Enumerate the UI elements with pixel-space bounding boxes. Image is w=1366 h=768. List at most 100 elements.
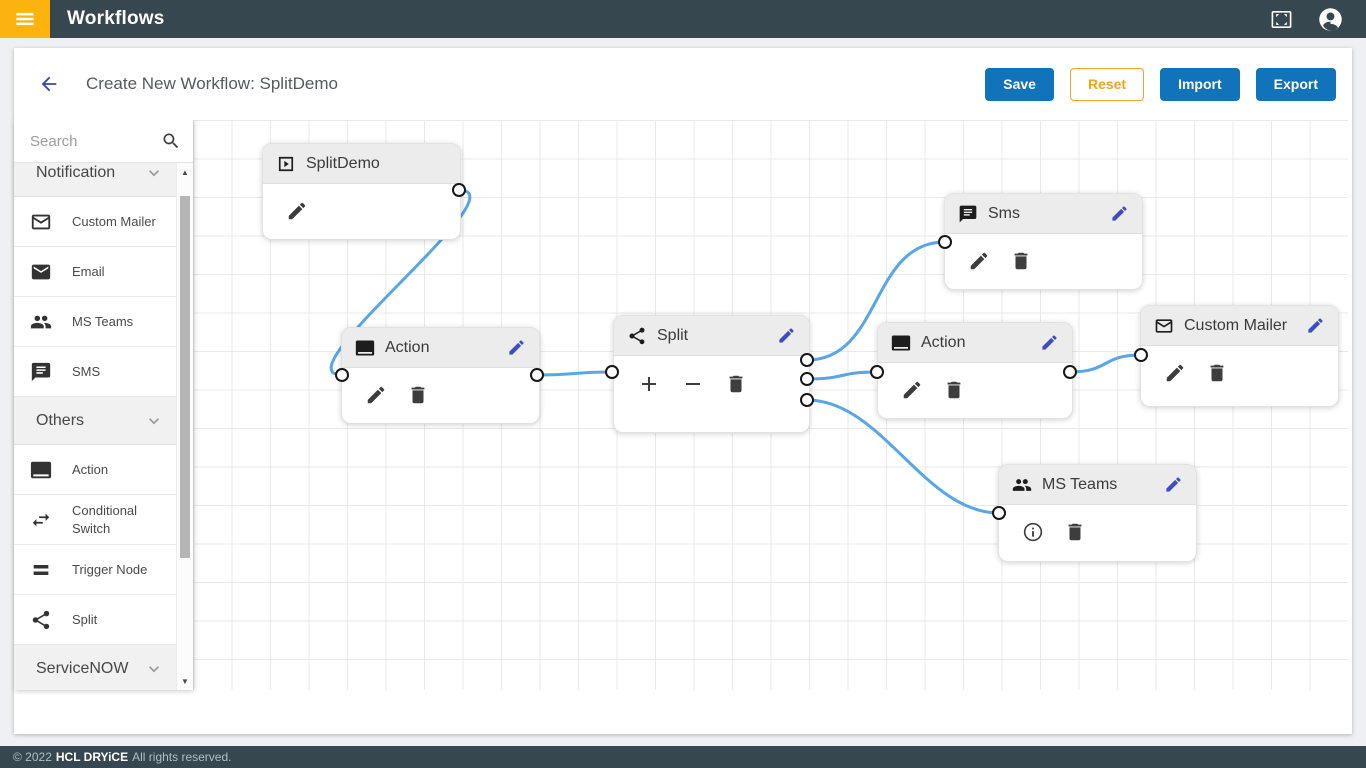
workflow-node-action-2[interactable]: Action	[877, 322, 1073, 419]
search-input[interactable]	[14, 120, 193, 162]
delete-action[interactable]	[725, 373, 747, 395]
scroll-down-button[interactable]: ▼	[181, 676, 189, 686]
node-title: Split	[657, 326, 689, 344]
workflow-edge	[1068, 353, 1143, 374]
workflow-node-sms-1[interactable]: Sms	[944, 193, 1143, 290]
delete-action[interactable]	[1010, 250, 1032, 272]
account-icon[interactable]	[1317, 6, 1344, 33]
output-port[interactable]	[800, 353, 814, 367]
scrollbar-thumb[interactable]	[180, 196, 190, 558]
action-icon	[30, 459, 52, 481]
palette-item-action[interactable]: Action	[14, 445, 176, 495]
remove-branch-action[interactable]	[681, 372, 705, 396]
input-port[interactable]	[335, 368, 349, 382]
copyright-prefix: © 2022	[13, 750, 52, 764]
palette-item-sms[interactable]: SMS	[14, 347, 176, 397]
palette-item-custom-mailer[interactable]: Custom Mailer	[14, 197, 176, 247]
chevron-down-icon	[144, 411, 164, 431]
input-port[interactable]	[992, 506, 1006, 520]
back-button[interactable]	[38, 73, 60, 95]
workflow-node-ms-teams-1[interactable]: MS Teams	[998, 464, 1197, 562]
node-header: Action	[878, 323, 1072, 363]
palette-item-label: SMS	[72, 363, 101, 379]
mail-icon	[30, 261, 52, 283]
add-branch-action[interactable]	[637, 372, 661, 396]
group-label: Notification	[36, 163, 116, 181]
export-button[interactable]: Export	[1255, 67, 1336, 101]
header-actions: Save Reset Import Export	[985, 67, 1336, 101]
workflow-edge	[535, 370, 614, 377]
workflow-node-start-splitdemo[interactable]: SplitDemo	[262, 143, 461, 240]
edit-node-button[interactable]	[1306, 316, 1325, 335]
workflow-node-custom-mailer-1[interactable]: Custom Mailer	[1140, 305, 1339, 407]
trigger-icon	[30, 559, 52, 581]
edit-action[interactable]	[901, 379, 923, 401]
node-body	[1141, 346, 1338, 384]
chevron-down-icon	[144, 659, 164, 679]
palette-item-email[interactable]: Email	[14, 247, 176, 297]
people-icon	[1012, 475, 1032, 495]
output-port[interactable]	[800, 372, 814, 386]
input-port[interactable]	[605, 365, 619, 379]
delete-action[interactable]	[943, 379, 965, 401]
edit-node-button[interactable]	[507, 338, 526, 357]
fullscreen-icon[interactable]	[1270, 8, 1293, 31]
input-port[interactable]	[1134, 348, 1148, 362]
input-port[interactable]	[938, 235, 952, 249]
edit-action[interactable]	[968, 250, 990, 272]
brand-name: HCL DRYiCE	[55, 750, 129, 764]
output-port[interactable]	[1063, 365, 1077, 379]
reset-button[interactable]: Reset	[1069, 67, 1145, 101]
node-body	[614, 356, 809, 396]
output-port[interactable]	[452, 183, 466, 197]
input-port[interactable]	[870, 365, 884, 379]
app-title: Workflows	[67, 8, 165, 29]
delete-action[interactable]	[407, 384, 429, 406]
copyright-suffix: All rights reserved.	[132, 750, 232, 764]
palette-group-others[interactable]: Others	[14, 397, 176, 445]
node-title: Action	[385, 338, 430, 356]
group-label: Others	[36, 411, 85, 429]
import-button[interactable]: Import	[1160, 67, 1240, 101]
info-action[interactable]	[1022, 521, 1044, 543]
palette-scrollbar[interactable]: ▲ ▼	[176, 163, 193, 690]
workflow-node-action-1[interactable]: Action	[341, 327, 540, 424]
workflow-edge	[805, 370, 879, 381]
menu-icon	[12, 6, 38, 32]
top-app-bar: Workflows	[0, 0, 1366, 38]
edit-node-button[interactable]	[1040, 333, 1059, 352]
edit-action[interactable]	[1164, 362, 1186, 384]
save-button[interactable]: Save	[985, 67, 1054, 101]
delete-action[interactable]	[1064, 521, 1086, 543]
edit-node-button[interactable]	[777, 326, 796, 345]
edit-node-button[interactable]	[1164, 475, 1183, 494]
compare-arrows-icon	[30, 509, 52, 531]
palette-item-label: Custom Mailer	[72, 213, 156, 229]
edit-action[interactable]	[286, 200, 308, 222]
delete-action[interactable]	[1206, 362, 1228, 384]
people-icon	[30, 311, 52, 333]
palette-item-trigger-node[interactable]: Trigger Node	[14, 545, 176, 595]
node-header: Custom Mailer	[1141, 306, 1338, 346]
node-header: MS Teams	[999, 465, 1196, 505]
node-body	[999, 505, 1196, 543]
output-port[interactable]	[530, 368, 544, 382]
palette-item-split[interactable]: Split	[14, 595, 176, 645]
output-port[interactable]	[800, 393, 814, 407]
palette-item-ms-teams[interactable]: MS Teams	[14, 297, 176, 347]
palette-item-conditional-switch[interactable]: Conditional Switch	[14, 495, 176, 545]
palette-group-notification[interactable]: Notification	[14, 163, 176, 197]
palette-item-label: Action	[72, 461, 109, 477]
slideshow-icon	[276, 154, 296, 174]
scroll-up-button[interactable]: ▲	[181, 167, 189, 177]
edit-action[interactable]	[365, 384, 387, 406]
palette-item-label: Conditional Switch	[72, 502, 138, 536]
footer: © 2022 HCL DRYiCE All rights reserved.	[0, 746, 1366, 768]
menu-button[interactable]	[0, 0, 50, 38]
workflow-node-split-1[interactable]: Split	[613, 315, 810, 433]
edit-node-button[interactable]	[1110, 204, 1129, 223]
chevron-down-icon	[144, 163, 164, 183]
palette-group-servicenow[interactable]: ServiceNOW	[14, 645, 176, 690]
